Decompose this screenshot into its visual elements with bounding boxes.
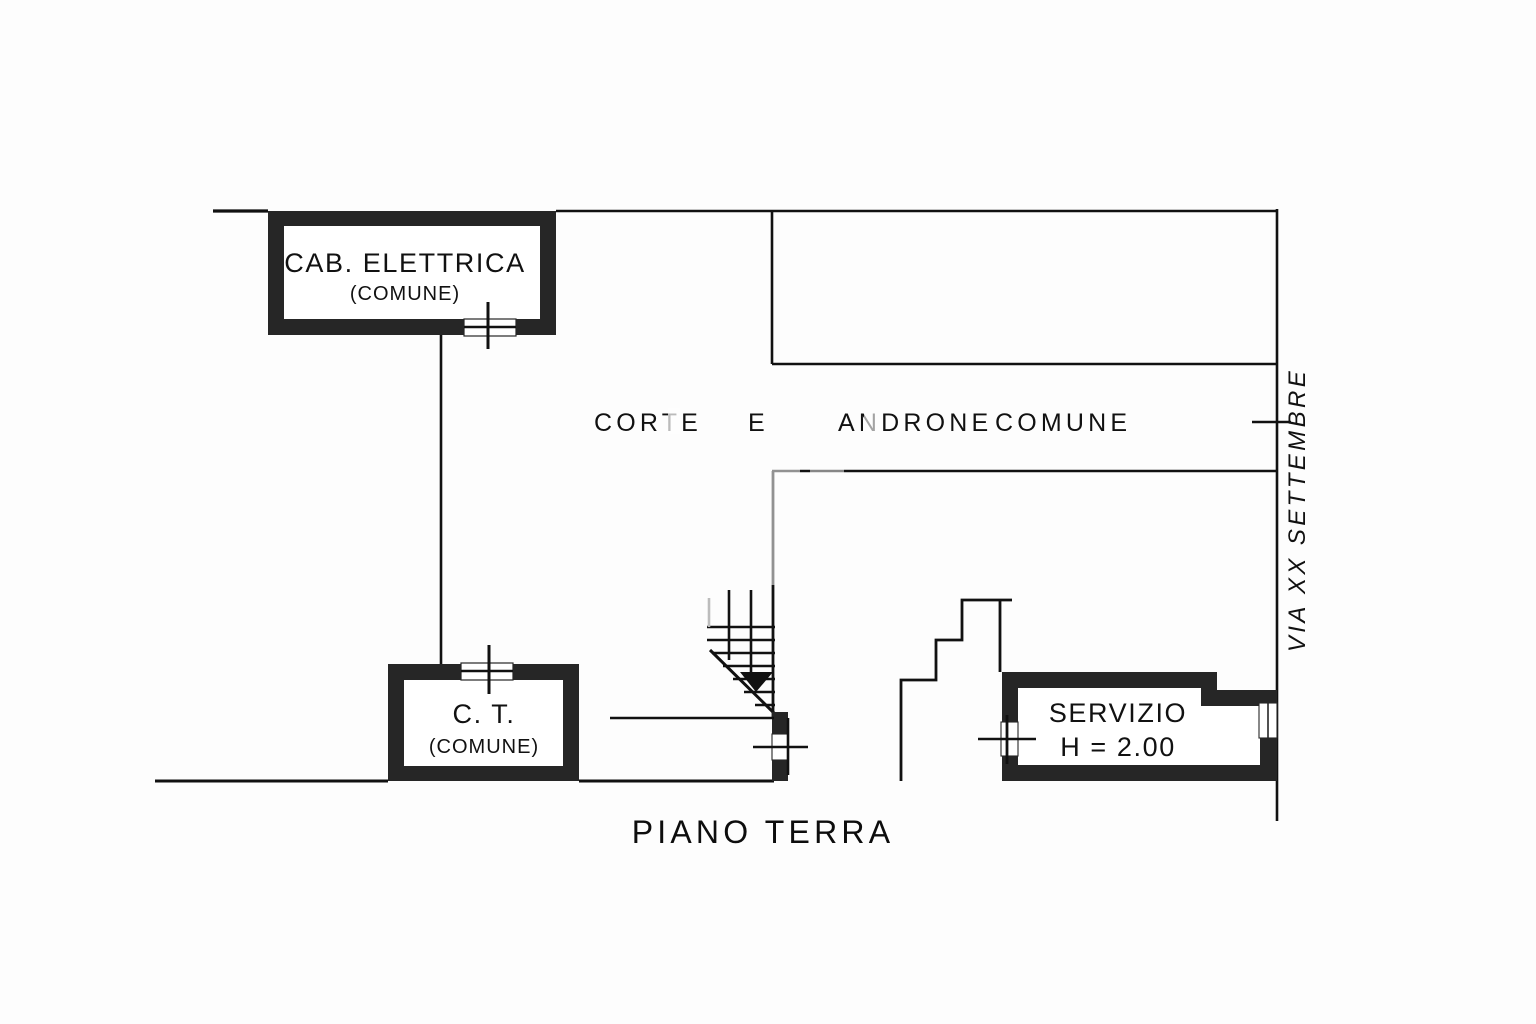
stair-wall-lower [772,760,788,781]
courtyard-label-part3: ANDRONE [838,409,992,437]
watermark-patch-2 [864,408,875,434]
servizio-title: SERVIZIO [1049,698,1187,728]
stair-side-wall [753,712,808,781]
cab-elettrica-title: CAB. ELETTRICA [284,248,525,278]
ct-interior [404,680,563,766]
courtyard-area-label: CORTE E ANDRONE COMUNE [594,408,1131,585]
servizio-height-label: H = 2.00 [1060,732,1176,762]
stepped-structure-outline [899,598,1012,781]
courtyard-label-part4: COMUNE [995,409,1131,437]
room-centrale-termica [388,645,579,781]
stepped-structure-path [899,598,1012,781]
servizio-interior [1018,688,1260,765]
stair-break-line [708,648,778,717]
staircase [707,590,778,717]
watermark-patch-1 [668,408,680,434]
room-cab-elettrica [268,211,556,349]
courtyard-label-part1: CORTE [594,409,702,437]
ct-subtitle: (COMUNE) [429,736,539,758]
street-name-label: VIA XX SETTEMBRE [1284,368,1311,652]
cab-elettrica-subtitle: (COMUNE) [350,283,460,305]
watermark-patch-3 [758,455,800,585]
room-servizio [978,672,1278,781]
cab-elettrica-interior [284,226,540,319]
stair-wall-upper [772,712,788,734]
plan-title: PIANO TERRA [632,814,895,850]
watermark-patch-4 [810,455,844,575]
courtyard-label-part2: E [748,409,769,437]
stair-direction-arrow-icon [740,672,773,692]
upper-block-outline [770,211,1277,366]
ct-title: C. T. [452,699,515,729]
